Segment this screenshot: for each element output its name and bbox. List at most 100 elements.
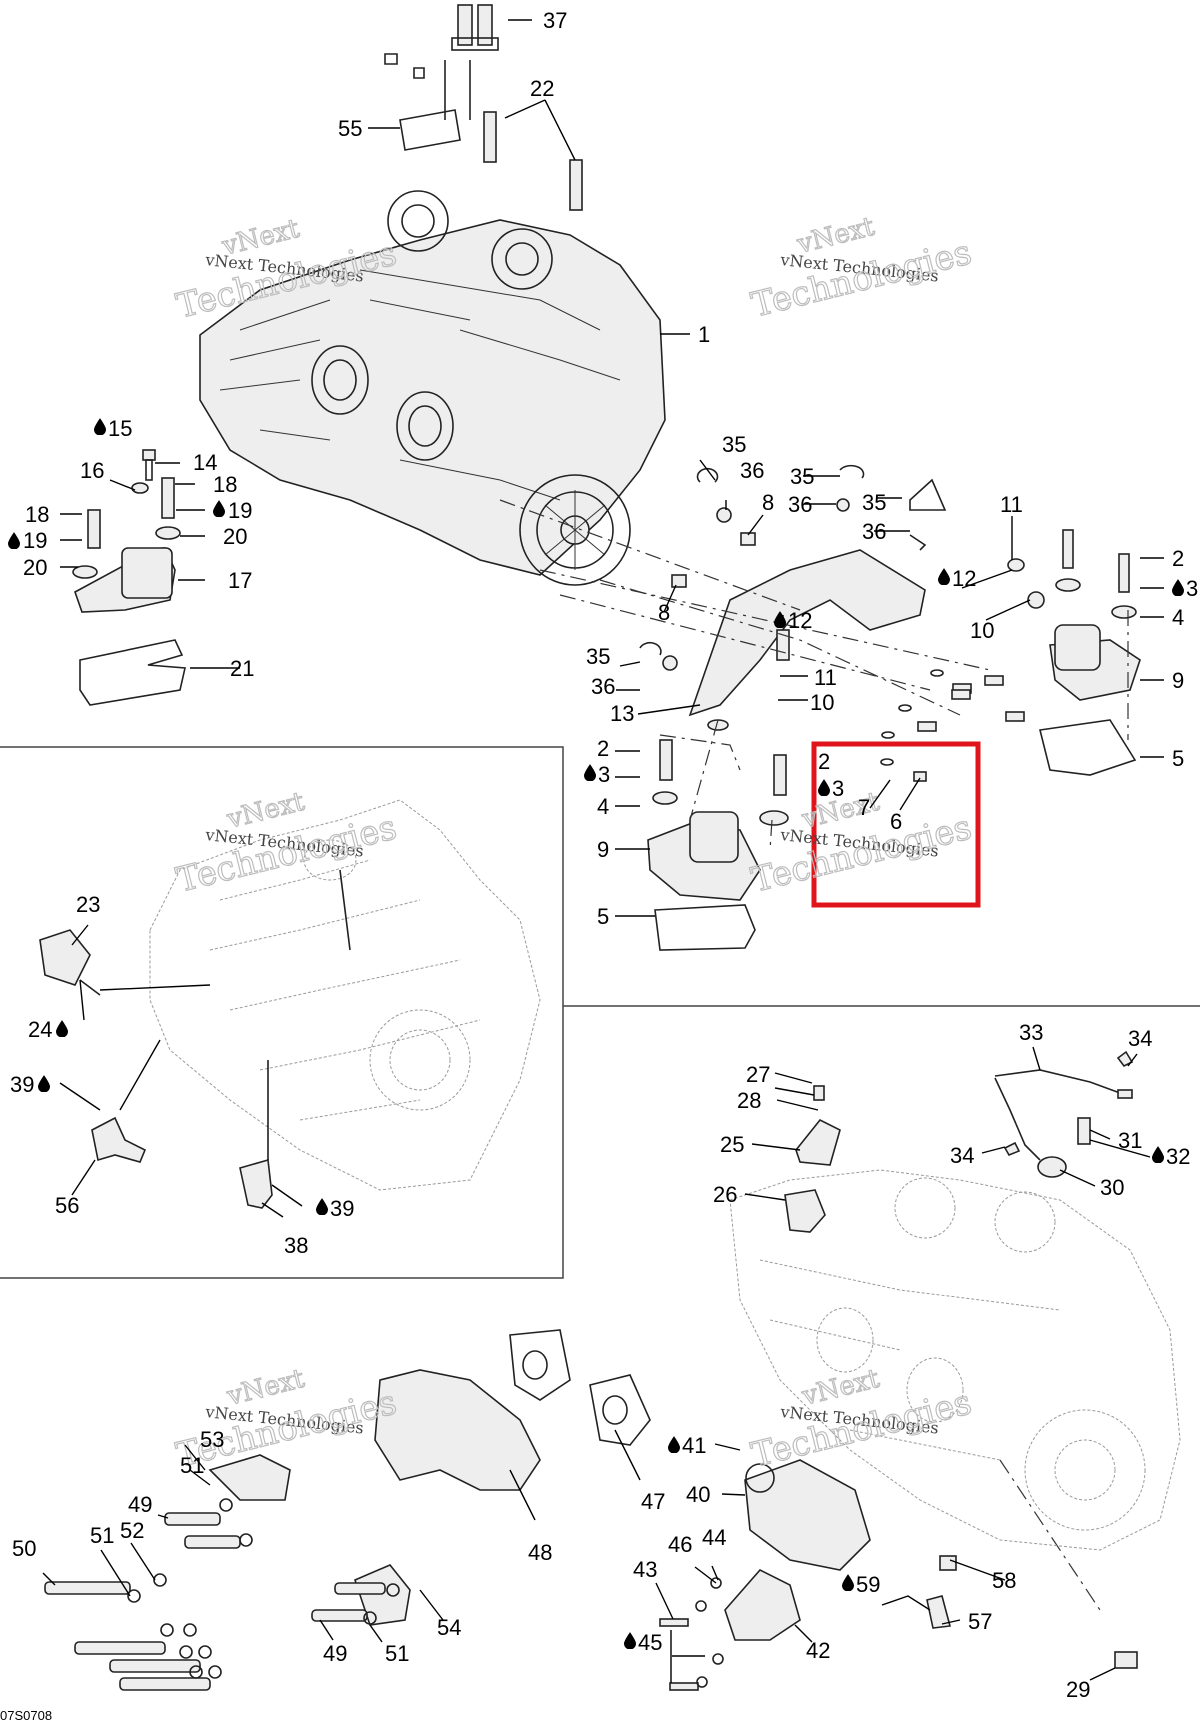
- callout-45: 45: [638, 1630, 662, 1655]
- callout-5: 5: [597, 904, 609, 929]
- callout-35: 35: [722, 432, 746, 457]
- callout-35: 35: [586, 644, 610, 669]
- callout-33: 33: [1019, 1020, 1043, 1045]
- callout-1: 1: [698, 322, 710, 347]
- callout-36: 36: [591, 674, 615, 699]
- callout-2: 2: [818, 749, 830, 774]
- callout-7: 7: [858, 795, 870, 820]
- callout-8: 8: [658, 600, 670, 625]
- spark-plugs: [483, 111, 583, 211]
- engine-assembly-inset-right: [729, 1169, 1181, 1551]
- callout-20: 20: [23, 555, 47, 580]
- callout-29: 29: [1066, 1677, 1090, 1702]
- callout-12: 12: [952, 566, 976, 591]
- muffler-bolts: [44, 1498, 400, 1691]
- watermark-bottom-left: vNext Technologies vNext Technologies: [172, 1363, 401, 1476]
- callout-10: 10: [810, 690, 834, 715]
- callout-50: 50: [12, 1536, 36, 1561]
- svg-text:vNext: vNext: [223, 1364, 307, 1412]
- sensors-upper-right: [774, 1085, 841, 1233]
- callout-13: 13: [610, 701, 634, 726]
- callout-51: 51: [90, 1523, 114, 1548]
- callout-27: 27: [746, 1062, 770, 1087]
- mount-bolts: [880, 669, 1025, 782]
- watermark-center-left: vNext Technologies vNext Technologies: [172, 786, 401, 901]
- inset-sensors: [39, 929, 273, 1209]
- callout-58: 58: [992, 1568, 1016, 1593]
- callout-30: 30: [1100, 1175, 1124, 1200]
- callout-9: 9: [597, 837, 609, 862]
- callout-10: 10: [970, 618, 994, 643]
- alignment-lines: [499, 499, 1129, 1611]
- callout-16: 16: [80, 458, 104, 483]
- knock-sensor-harness: [994, 1050, 1134, 1178]
- callout-51: 51: [180, 1453, 204, 1478]
- callout-11: 11: [1000, 492, 1023, 517]
- callout-23: 23: [76, 892, 100, 917]
- callout-43: 43: [633, 1557, 657, 1582]
- callout-34: 34: [950, 1143, 974, 1168]
- callout-49: 49: [128, 1492, 152, 1517]
- starter-assembly: [659, 1459, 1138, 1691]
- callout-37: 37: [543, 8, 567, 33]
- callout-12: 12: [788, 608, 812, 633]
- callout-15: 15: [108, 416, 132, 441]
- callout-36: 36: [740, 458, 764, 483]
- callout-4: 4: [597, 794, 609, 819]
- svg-text:vNext: vNext: [223, 787, 307, 835]
- callout-35: 35: [790, 464, 814, 489]
- callout-25: 25: [720, 1132, 744, 1157]
- callout-49: 49: [323, 1641, 347, 1666]
- callout-6: 6: [890, 809, 902, 834]
- callout-59: 59: [856, 1572, 880, 1597]
- callout-26: 26: [713, 1182, 737, 1207]
- engine-support-bracket: [688, 549, 926, 731]
- callout-55: 55: [338, 116, 362, 141]
- engine-mount-center: [647, 739, 789, 951]
- callout-56: 56: [55, 1193, 79, 1218]
- callout-40: 40: [686, 1482, 710, 1507]
- callout-53: 53: [200, 1427, 224, 1452]
- callout-3: 3: [598, 762, 610, 787]
- callout-21: 21: [230, 656, 254, 681]
- callout-36: 36: [862, 519, 886, 544]
- callout-4: 4: [1172, 605, 1184, 630]
- watermark-bottom-right: vNext Technologies vNext Technologies: [747, 1363, 976, 1476]
- callout-2: 2: [597, 736, 609, 761]
- fuel-rail-parts: [384, 4, 499, 151]
- drawing-code: 07S0708: [0, 1708, 52, 1723]
- callout-28: 28: [737, 1088, 761, 1113]
- callout-46: 46: [668, 1532, 692, 1557]
- muffler-parts: [208, 1329, 651, 1626]
- callout-52: 52: [120, 1518, 144, 1543]
- callout-42: 42: [806, 1638, 830, 1663]
- callout-51: 51: [385, 1641, 409, 1666]
- inset-frame-left: [0, 746, 564, 1279]
- callout-47: 47: [641, 1489, 665, 1514]
- callout-18: 18: [25, 502, 49, 527]
- callout-20: 20: [223, 524, 247, 549]
- callout-19: 19: [228, 498, 252, 523]
- callout-31: 31: [1118, 1128, 1142, 1153]
- callout-44: 44: [702, 1525, 726, 1550]
- callout-41: 41: [682, 1433, 706, 1458]
- callout-19: 19: [23, 528, 47, 553]
- callout-18: 18: [213, 472, 237, 497]
- callout-38: 38: [284, 1233, 308, 1258]
- engine-assembly-inset: [149, 799, 541, 1191]
- callout-48: 48: [528, 1540, 552, 1565]
- svg-text:Technologies: Technologies: [748, 232, 976, 325]
- callout-3: 3: [832, 776, 844, 801]
- callout-labels: 37 22 55 1 15 14 16 18 18 19 19 20 20 17…: [8, 8, 1198, 1702]
- callout-24: 24: [28, 1017, 52, 1042]
- highlight-box: [811, 741, 981, 908]
- callout-11: 11: [814, 665, 837, 690]
- callout-8: 8: [762, 490, 774, 515]
- callout-36: 36: [788, 492, 812, 517]
- callout-14: 14: [193, 450, 217, 475]
- svg-text:vNext: vNext: [793, 212, 877, 260]
- callout-35: 35: [862, 490, 886, 515]
- engine-assembly-main: [199, 190, 666, 586]
- callout-34: 34: [1128, 1026, 1152, 1051]
